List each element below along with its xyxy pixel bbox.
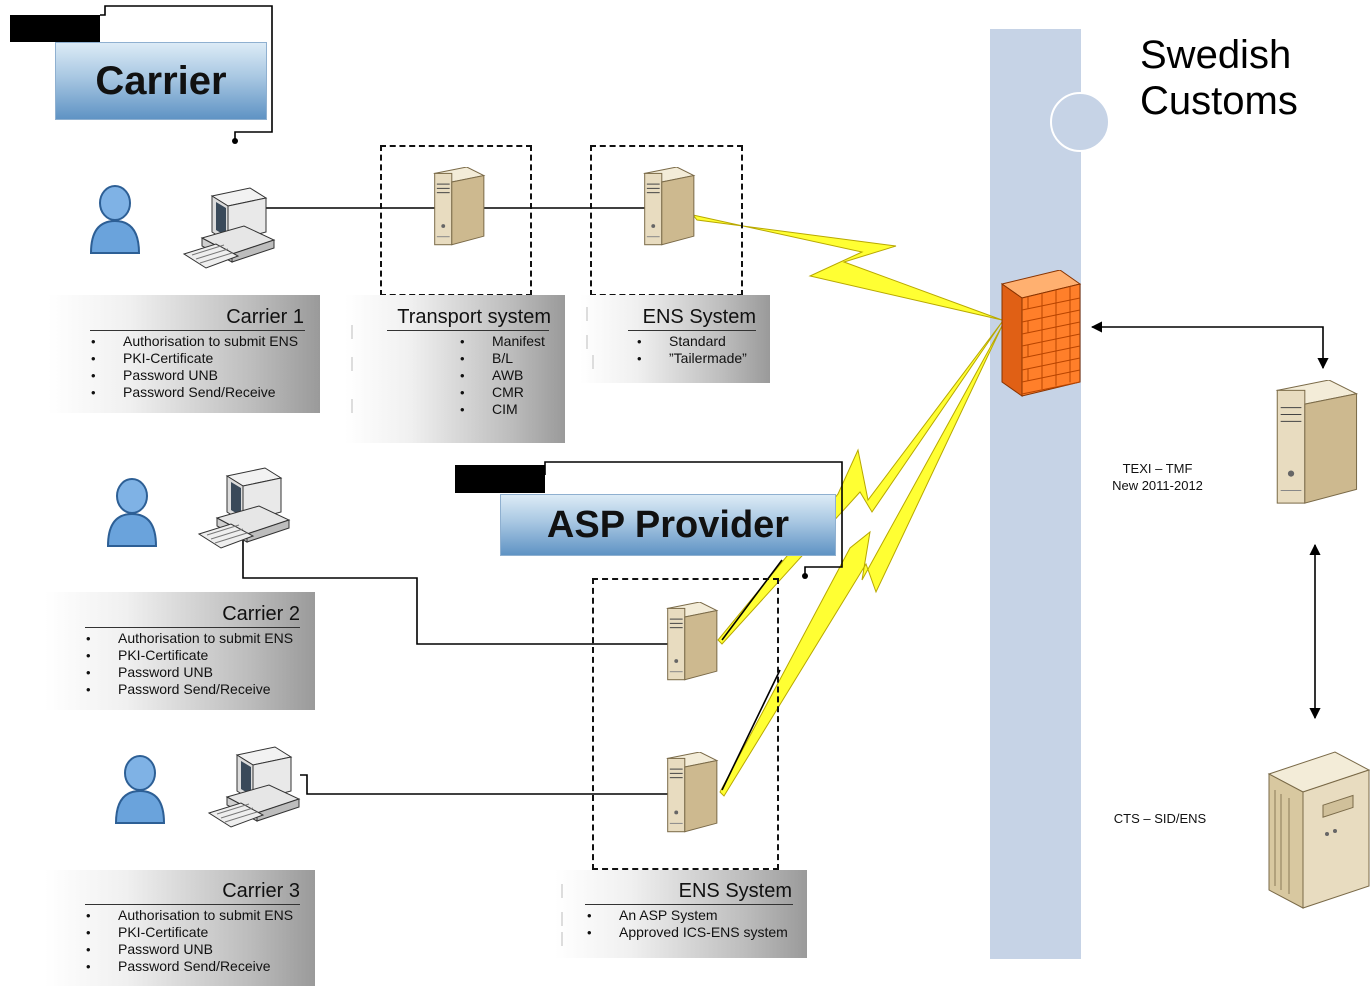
- firewall-icon: [1000, 269, 1082, 403]
- divider: [351, 357, 353, 371]
- carrier-3-panel: Carrier 3 Authorisation to submit ENS PK…: [45, 870, 315, 986]
- cts-label: CTS – SID/ENS: [1113, 811, 1207, 826]
- carrier-title-bar: [10, 15, 100, 42]
- divider: [351, 325, 353, 339]
- list-item: Authorisation to submit ENS: [91, 333, 298, 350]
- divider: [387, 330, 549, 331]
- ens-system-panel: ENS System Standard ”Tailermade”: [580, 295, 770, 383]
- customs-title-line1: Swedish: [1140, 33, 1292, 77]
- server-icon: [657, 601, 719, 689]
- divider: [561, 912, 563, 926]
- list-item: Authorisation to submit ENS: [86, 907, 293, 924]
- list-item: Authorisation to submit ENS: [86, 630, 293, 647]
- list-item: Password Send/Receive: [86, 681, 293, 698]
- list-item: PKI-Certificate: [86, 647, 293, 664]
- carrier-1-list: Authorisation to submit ENS PKI-Certific…: [91, 333, 298, 401]
- user-icon: [103, 476, 161, 553]
- list-item: CIM: [460, 401, 545, 418]
- divider: [85, 627, 300, 628]
- divider: [90, 330, 305, 331]
- list-item: PKI-Certificate: [91, 350, 298, 367]
- divider: [592, 355, 594, 369]
- list-item: Password Send/Receive: [91, 384, 298, 401]
- carrier-callout-dot: [232, 138, 238, 144]
- list-item: Password Send/Receive: [86, 958, 293, 975]
- divider: [586, 335, 588, 349]
- divider: [586, 307, 588, 321]
- texi-label-line1: TEXI – TMF: [1122, 461, 1193, 476]
- customs-title-line2: Customs: [1140, 79, 1298, 123]
- workstation-icon: [207, 745, 307, 842]
- carrier2-connection-line: [242, 520, 690, 645]
- list-item: ”Tailermade”: [637, 350, 747, 367]
- transport-system-list: Manifest B/L AWB CMR CIM: [460, 333, 545, 418]
- server-icon: [1260, 379, 1360, 515]
- server-icon: [634, 166, 696, 254]
- ens-system-list: Standard ”Tailermade”: [637, 333, 747, 367]
- customs-circle-icon: [1050, 92, 1110, 152]
- user-icon: [111, 753, 169, 830]
- divider: [585, 904, 793, 905]
- transport-system-title: Transport system: [397, 306, 551, 328]
- server-icon: [424, 166, 486, 254]
- carrier-2-panel: Carrier 2 Authorisation to submit ENS PK…: [45, 592, 315, 710]
- asp-provider-title: ASP Provider: [500, 494, 836, 556]
- ens-system-title: ENS System: [642, 306, 756, 328]
- carrier-1-panel: Carrier 1 Authorisation to submit ENS PK…: [48, 295, 320, 413]
- server-icon: [657, 751, 719, 841]
- carrier-2-list: Authorisation to submit ENS PKI-Certific…: [86, 630, 293, 698]
- user-icon: [86, 183, 144, 260]
- divider: [85, 904, 300, 905]
- firewall-texi-arrow: [1090, 321, 1329, 370]
- list-item: An ASP System: [587, 907, 788, 924]
- asp-server2-link: [721, 669, 781, 791]
- asp-ens-frame: [592, 578, 779, 870]
- asp-callout-dot: [802, 573, 808, 579]
- list-item: PKI-Certificate: [86, 924, 293, 941]
- asp-ens-system-list: An ASP System Approved ICS-ENS system: [587, 907, 788, 941]
- list-item: Manifest: [460, 333, 545, 350]
- divider: [561, 932, 563, 946]
- transport-system-panel: Transport system Manifest B/L AWB CMR CI…: [345, 295, 565, 443]
- texi-label-line2: New 2011-2012: [1112, 478, 1203, 493]
- asp-title-bar: [455, 465, 545, 493]
- list-item: Password UNB: [91, 367, 298, 384]
- divider: [628, 330, 756, 331]
- list-item: AWB: [460, 367, 545, 384]
- asp-callout-line: [544, 461, 843, 576]
- list-item: Standard: [637, 333, 747, 350]
- carrier3-connection-line: [300, 774, 690, 795]
- list-item: Password UNB: [86, 941, 293, 958]
- customs-boundary-band: [990, 29, 1081, 959]
- mainframe-icon: [1265, 750, 1370, 915]
- divider: [351, 399, 353, 413]
- list-item: Password UNB: [86, 664, 293, 681]
- customs-title: Swedish Customs: [1140, 32, 1298, 124]
- asp-server1-link: [721, 559, 783, 641]
- carrier-2-title: Carrier 2: [222, 603, 300, 625]
- carrier-3-list: Authorisation to submit ENS PKI-Certific…: [86, 907, 293, 975]
- asp-ens-system-title: ENS System: [678, 880, 792, 902]
- carrier-3-title: Carrier 3: [222, 880, 300, 902]
- divider: [561, 884, 563, 898]
- lightning-bolt-icon: [691, 214, 1003, 321]
- carrier-1-title: Carrier 1: [226, 306, 304, 328]
- list-item: Approved ICS-ENS system: [587, 924, 788, 941]
- workstation-icon: [182, 186, 282, 283]
- asp-ens-system-panel: ENS System An ASP System Approved ICS-EN…: [555, 870, 807, 958]
- list-item: CMR: [460, 384, 545, 401]
- carrier-callout-line: [100, 5, 273, 141]
- carrier-title: Carrier: [55, 42, 267, 120]
- list-item: B/L: [460, 350, 545, 367]
- texi-label: TEXI – TMF New 2011-2012: [1095, 460, 1220, 494]
- workstation-icon: [197, 466, 297, 563]
